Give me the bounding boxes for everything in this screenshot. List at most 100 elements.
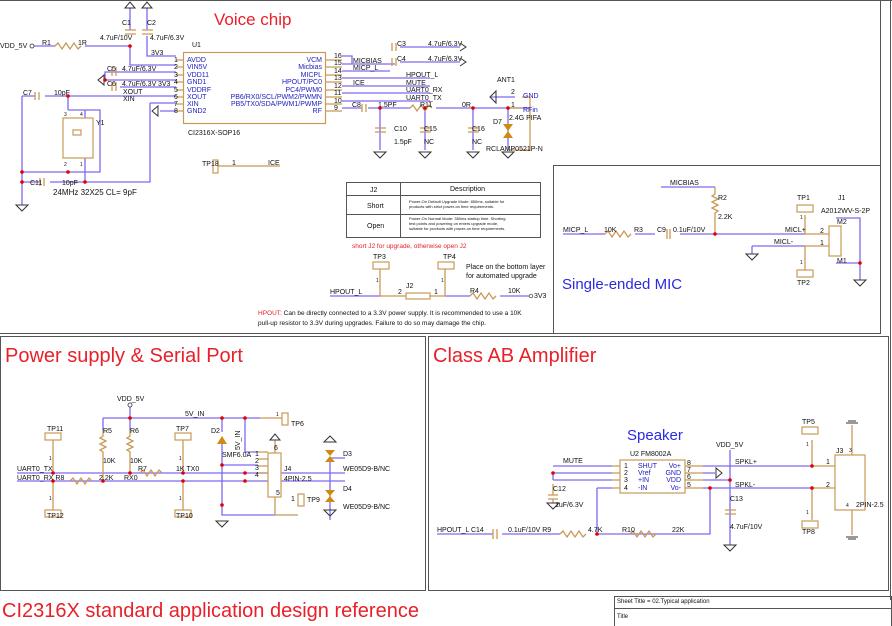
sheet-title: Sheet Title = 02.Typical application bbox=[617, 599, 710, 605]
svg-text:test points and powering on en: test points and powering on enters upgra… bbox=[409, 221, 498, 226]
svg-text:1: 1 bbox=[49, 456, 52, 462]
svg-text:UART0_RX: UART0_RX bbox=[406, 87, 443, 94]
svg-text:1uF/6.3V: 1uF/6.3V bbox=[555, 502, 584, 509]
svg-text:1: 1 bbox=[255, 451, 259, 458]
svg-text:0R: 0R bbox=[462, 102, 471, 109]
svg-text:ANT1: ANT1 bbox=[497, 77, 515, 84]
svg-text:3: 3 bbox=[849, 448, 852, 454]
svg-text:TP12: TP12 bbox=[47, 513, 64, 520]
svg-text:2: 2 bbox=[398, 289, 402, 296]
svg-text:2: 2 bbox=[826, 482, 830, 489]
svg-text:J1: J1 bbox=[838, 195, 846, 202]
svg-text:Micbias: Micbias bbox=[298, 64, 322, 71]
svg-text:2: 2 bbox=[820, 228, 824, 235]
svg-text:C8: C8 bbox=[352, 102, 361, 109]
svg-text:C9: C9 bbox=[657, 227, 666, 234]
svg-text:C11: C11 bbox=[30, 180, 42, 187]
svg-text:XIN: XIN bbox=[123, 96, 135, 103]
svg-text:ICE: ICE bbox=[268, 160, 280, 167]
svg-text:2: 2 bbox=[511, 89, 515, 96]
svg-text:C12: C12 bbox=[553, 486, 566, 493]
svg-text:TP2: TP2 bbox=[797, 280, 810, 287]
svg-text:2.4G PIFA: 2.4G PIFA bbox=[509, 115, 542, 122]
svg-text:J3: J3 bbox=[836, 448, 844, 455]
svg-text:1: 1 bbox=[800, 215, 803, 221]
svg-text:SMF6.0A: SMF6.0A bbox=[222, 452, 252, 459]
svg-text:TP1: TP1 bbox=[797, 195, 810, 202]
svg-text:15: 15 bbox=[334, 60, 342, 67]
svg-text:WE05D9-B/NC: WE05D9-B/NC bbox=[343, 504, 390, 511]
svg-text:D4: D4 bbox=[343, 486, 352, 493]
svg-text:1: 1 bbox=[174, 57, 178, 64]
svg-text:SHUT: SHUT bbox=[638, 463, 658, 470]
svg-text:1: 1 bbox=[511, 102, 515, 109]
svg-text:VDD11: VDD11 bbox=[187, 72, 209, 79]
svg-text:TP5: TP5 bbox=[802, 419, 815, 426]
svg-text:6: 6 bbox=[687, 474, 691, 481]
svg-text:TP11: TP11 bbox=[47, 426, 63, 433]
svg-text:ICE: ICE bbox=[353, 80, 365, 87]
svg-text:1: 1 bbox=[376, 278, 379, 284]
svg-text:3: 3 bbox=[624, 477, 628, 484]
svg-text:4: 4 bbox=[80, 112, 83, 118]
svg-text:C1: C1 bbox=[122, 20, 131, 27]
svg-text:10K: 10K bbox=[130, 458, 143, 465]
svg-text:11: 11 bbox=[334, 90, 341, 97]
svg-text:8: 8 bbox=[687, 460, 691, 467]
svg-text:MICBIAS: MICBIAS bbox=[670, 180, 699, 187]
svg-text:+IN: +IN bbox=[638, 477, 649, 484]
svg-text:1: 1 bbox=[624, 463, 628, 470]
svg-text:3V3: 3V3 bbox=[534, 293, 547, 300]
svg-text:1: 1 bbox=[232, 160, 236, 167]
svg-text:R11: R11 bbox=[420, 102, 432, 109]
svg-text:TP6: TP6 bbox=[291, 421, 304, 428]
svg-text:MICPL: MICPL bbox=[301, 72, 323, 79]
svg-text:3: 3 bbox=[64, 112, 67, 118]
power-section-frame bbox=[0, 336, 426, 591]
svg-text:5V_IN: 5V_IN bbox=[235, 431, 242, 450]
svg-text:10K: 10K bbox=[508, 288, 521, 295]
j2-jumper bbox=[405, 292, 431, 300]
u2-chip bbox=[619, 459, 686, 494]
svg-text:5: 5 bbox=[687, 482, 691, 489]
title-field: Title bbox=[617, 614, 629, 620]
u1-ref: U1 bbox=[192, 42, 201, 49]
svg-text:1: 1 bbox=[806, 510, 809, 516]
svg-text:R7: R7 bbox=[138, 466, 147, 473]
tp9 bbox=[297, 493, 305, 507]
svg-text:C16: C16 bbox=[472, 126, 485, 133]
svg-text:C6: C6 bbox=[107, 81, 116, 88]
svg-text:MICP_L: MICP_L bbox=[353, 65, 378, 72]
mic-section-frame bbox=[553, 165, 881, 334]
svg-text:GND1: GND1 bbox=[187, 79, 207, 86]
svg-text:R6: R6 bbox=[130, 428, 139, 435]
svg-text:24MHz 32X25 CL= 9pF: 24MHz 32X25 CL= 9pF bbox=[53, 188, 137, 197]
j1-connector bbox=[828, 225, 842, 257]
svg-text:MICBIAS: MICBIAS bbox=[353, 58, 382, 65]
svg-text:C15: C15 bbox=[424, 126, 437, 133]
svg-text:7: 7 bbox=[687, 467, 691, 474]
svg-text:TP9: TP9 bbox=[307, 497, 320, 504]
svg-text:Y1: Y1 bbox=[96, 120, 105, 127]
vdd5v-port-icon bbox=[29, 43, 35, 49]
svg-text:pull-up resistor to 3.3V durin: pull-up resistor to 3.3V during upgrades… bbox=[258, 320, 486, 327]
svg-text:10pF: 10pF bbox=[54, 90, 70, 97]
svg-text:5: 5 bbox=[174, 87, 178, 94]
svg-text:R4: R4 bbox=[470, 288, 479, 295]
svg-text:1: 1 bbox=[826, 459, 830, 466]
svg-text:D2: D2 bbox=[211, 428, 220, 435]
svg-text:3V3: 3V3 bbox=[158, 81, 171, 88]
svg-text:R10: R10 bbox=[622, 527, 635, 534]
svg-text:GND2: GND2 bbox=[187, 108, 207, 115]
svg-text:12: 12 bbox=[334, 83, 342, 90]
svg-text:Power-On Default Upgrade Mode:: Power-On Default Upgrade Mode: 850ms, su… bbox=[409, 199, 505, 204]
svg-text:NC: NC bbox=[424, 139, 434, 146]
svg-text:10K: 10K bbox=[604, 227, 617, 234]
svg-text:2.2K: 2.2K bbox=[99, 475, 114, 482]
svg-text:RF: RF bbox=[313, 108, 322, 115]
svg-text:VDD_5V: VDD_5V bbox=[117, 396, 145, 403]
u1-chip bbox=[182, 51, 327, 125]
